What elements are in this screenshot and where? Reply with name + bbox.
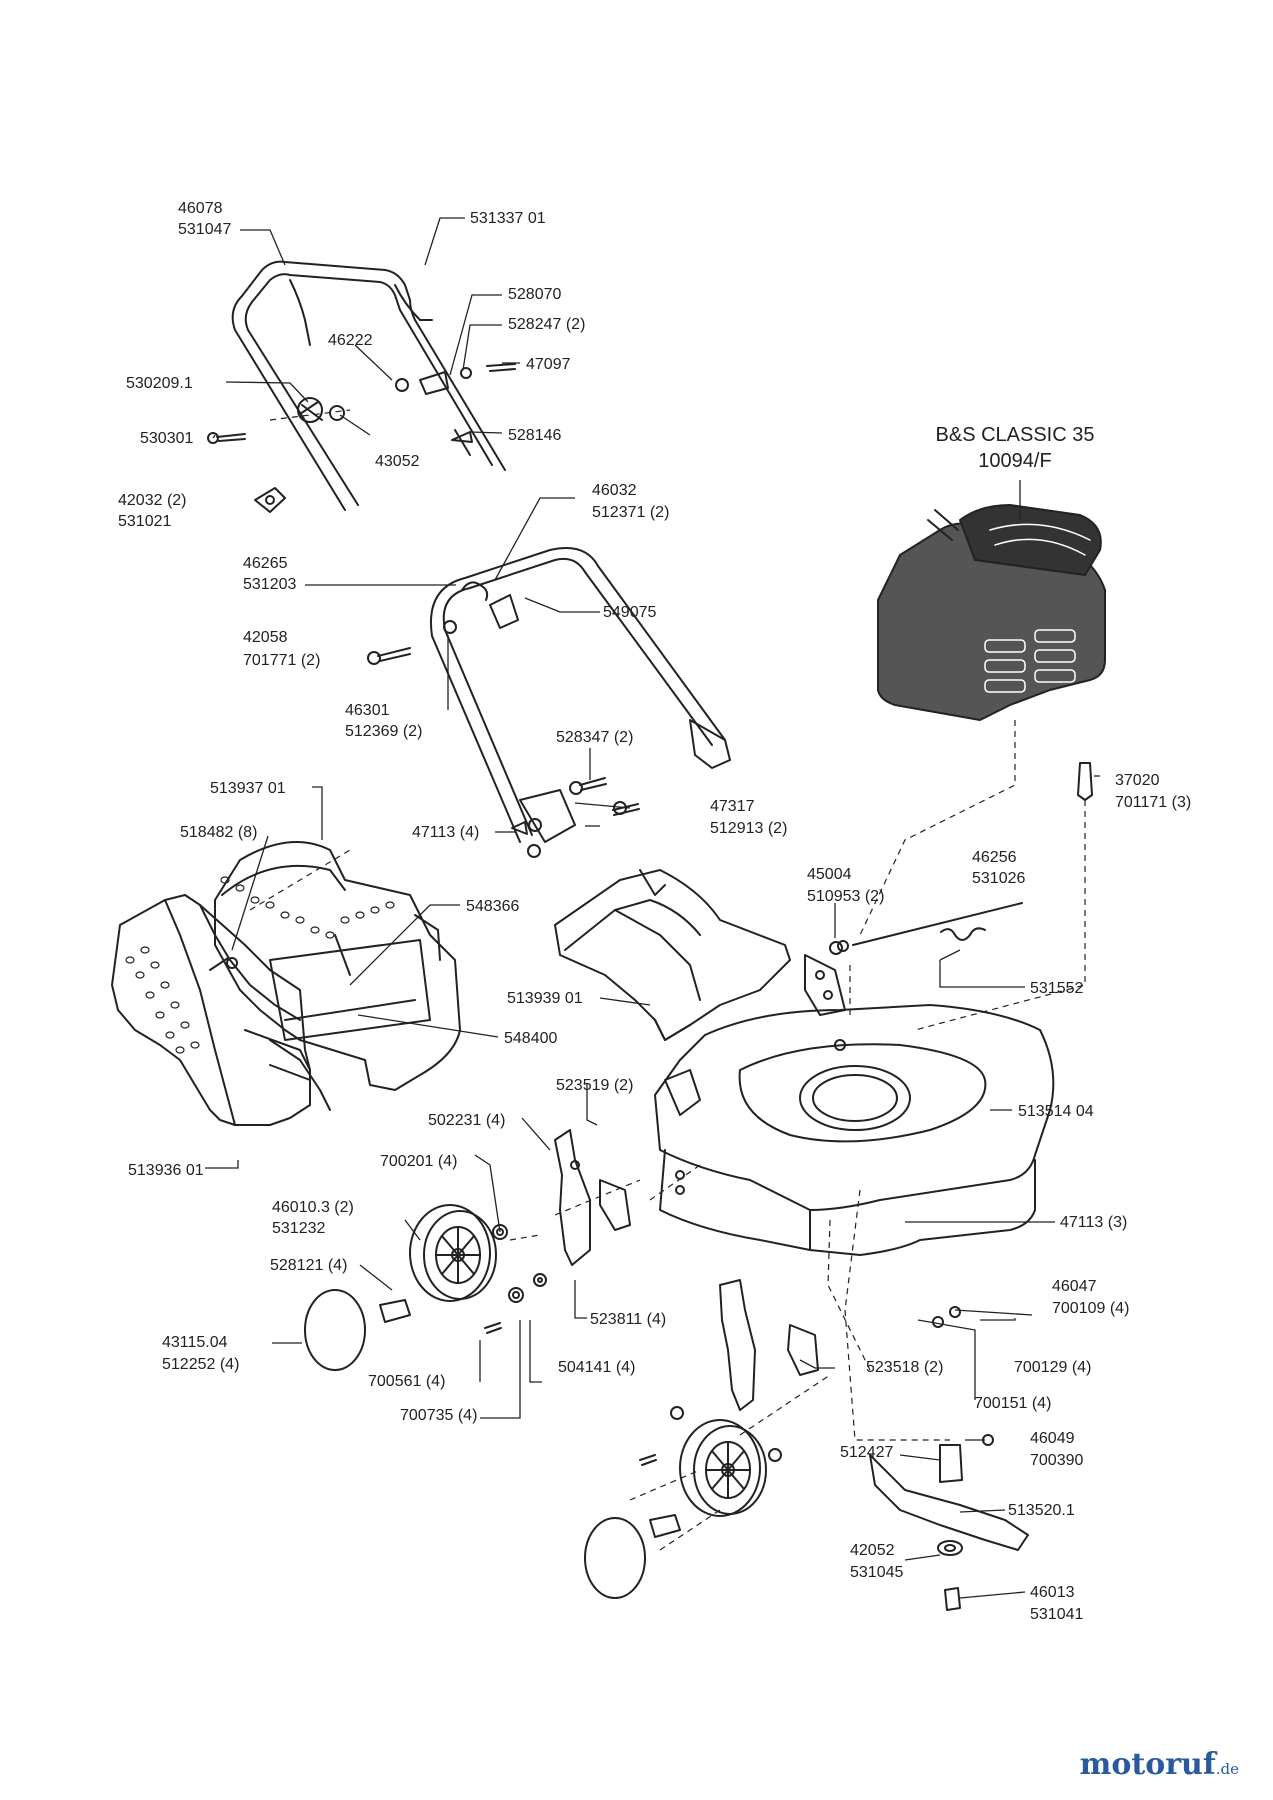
mower-deck: [654, 954, 1055, 1256]
part-label: 549075: [603, 604, 657, 621]
part-label: 45004: [807, 866, 852, 883]
lower-handle: [367, 547, 731, 858]
part-label: 530301: [140, 430, 194, 447]
engine: [877, 504, 1106, 721]
part-label: 531232: [272, 1220, 326, 1237]
part-label: 518482 (8): [180, 824, 258, 841]
part-label: 510953 (2): [807, 888, 885, 905]
part-label: 42052: [850, 1542, 895, 1559]
part-label: 531026: [972, 870, 1026, 887]
part-label: 700561 (4): [368, 1373, 446, 1390]
part-label: 47113 (3): [1060, 1214, 1128, 1231]
part-label: 42058: [243, 629, 288, 646]
part-label: 700201 (4): [380, 1153, 458, 1170]
part-label: 46013: [1030, 1584, 1075, 1601]
part-label: 528347 (2): [556, 729, 634, 746]
part-label: 46078: [178, 200, 223, 217]
wheel-hardware: [379, 1224, 782, 1538]
part-label: 512913 (2): [710, 820, 788, 837]
part-label: 46301: [345, 702, 390, 719]
watermark: motoruf.de: [1080, 1747, 1239, 1782]
washer-45004: [829, 941, 843, 955]
watermark-brand: motoruf: [1079, 1747, 1216, 1782]
rear-flap-rod: [837, 902, 1023, 952]
part-label: 47113 (4): [412, 824, 480, 841]
front-wheel: [679, 1419, 767, 1517]
grass-catcher-bag: [111, 876, 395, 1126]
discharge-flap: [554, 869, 791, 1041]
part-label: 513936 01: [128, 1162, 204, 1179]
part-label: 43115.04: [162, 1334, 228, 1351]
part-label: 523519 (2): [556, 1077, 634, 1094]
part-label: 512369 (2): [345, 723, 423, 740]
part-label: 531203: [243, 576, 297, 593]
upper-hardware: [207, 363, 516, 444]
grass-catcher-frame: [214, 841, 461, 1111]
leader-lines: [205, 217, 1100, 1599]
part-label: 46049: [1030, 1430, 1075, 1447]
wheel-bracket-rear: [554, 1129, 631, 1266]
part-label: 528070: [508, 286, 562, 303]
part-label: 513520.1: [1008, 1502, 1075, 1519]
part-label: 531041: [1030, 1606, 1084, 1623]
assembly-dashed-lines: [249, 409, 1086, 1551]
part-label: 548366: [466, 898, 520, 915]
engine-model-label: B&S CLASSIC 35: [935, 424, 1095, 446]
part-label: 701171 (3): [1115, 794, 1192, 811]
part-label: 701771 (2): [243, 652, 321, 669]
part-label: 47097: [526, 356, 571, 373]
part-label: 512371 (2): [592, 504, 670, 521]
part-label: 46256: [972, 849, 1017, 866]
part-label: 700151 (4): [974, 1395, 1052, 1412]
part-label: 523811 (4): [590, 1311, 667, 1328]
part-label: 512427: [840, 1444, 894, 1461]
part-label: 513937 01: [210, 780, 286, 797]
wheel-bracket-front: [719, 1279, 819, 1411]
part-label: 502231 (4): [428, 1112, 506, 1129]
upper-handle: [231, 260, 506, 513]
part-label: 700390: [1030, 1452, 1084, 1469]
part-label: 42032 (2): [118, 492, 187, 509]
part-label: 512252 (4): [162, 1356, 240, 1373]
blade-assembly: [869, 1306, 1029, 1611]
part-label: 513514 04: [1018, 1103, 1094, 1120]
part-label: 37020: [1115, 772, 1160, 789]
hubcaps: [304, 1289, 646, 1599]
part-label: 523518 (2): [866, 1359, 944, 1376]
part-label: 531045: [850, 1564, 904, 1581]
part-label: 528121 (4): [270, 1257, 348, 1274]
engine-bolt: [1077, 762, 1093, 801]
part-label: 46032: [592, 482, 637, 499]
rear-wheel: [409, 1204, 497, 1302]
watermark-domain: .de: [1215, 1760, 1239, 1778]
part-label: 530209.1: [126, 375, 193, 392]
part-label: 528247 (2): [508, 316, 586, 333]
part-label: 700735 (4): [400, 1407, 478, 1424]
part-label: 548400: [504, 1030, 558, 1047]
part-label: 700109 (4): [1052, 1300, 1130, 1317]
part-label: 46222: [328, 332, 373, 349]
part-label: 531552: [1030, 980, 1084, 997]
part-label: 47317: [710, 798, 755, 815]
part-label: 43052: [375, 453, 420, 470]
part-label: 513939 01: [507, 990, 583, 1007]
engine-code-label: 10094/F: [978, 450, 1052, 472]
part-label: 531337 01: [470, 210, 546, 227]
part-label: 46265: [243, 555, 288, 572]
part-label: 46047: [1052, 1278, 1097, 1295]
part-label: 504141 (4): [558, 1359, 636, 1376]
part-label: 700129 (4): [1014, 1359, 1092, 1376]
part-label: 46010.3 (2): [272, 1199, 354, 1216]
part-label: 528146: [508, 427, 562, 444]
part-label: 531021: [118, 513, 172, 530]
part-label: 531047: [178, 221, 232, 238]
